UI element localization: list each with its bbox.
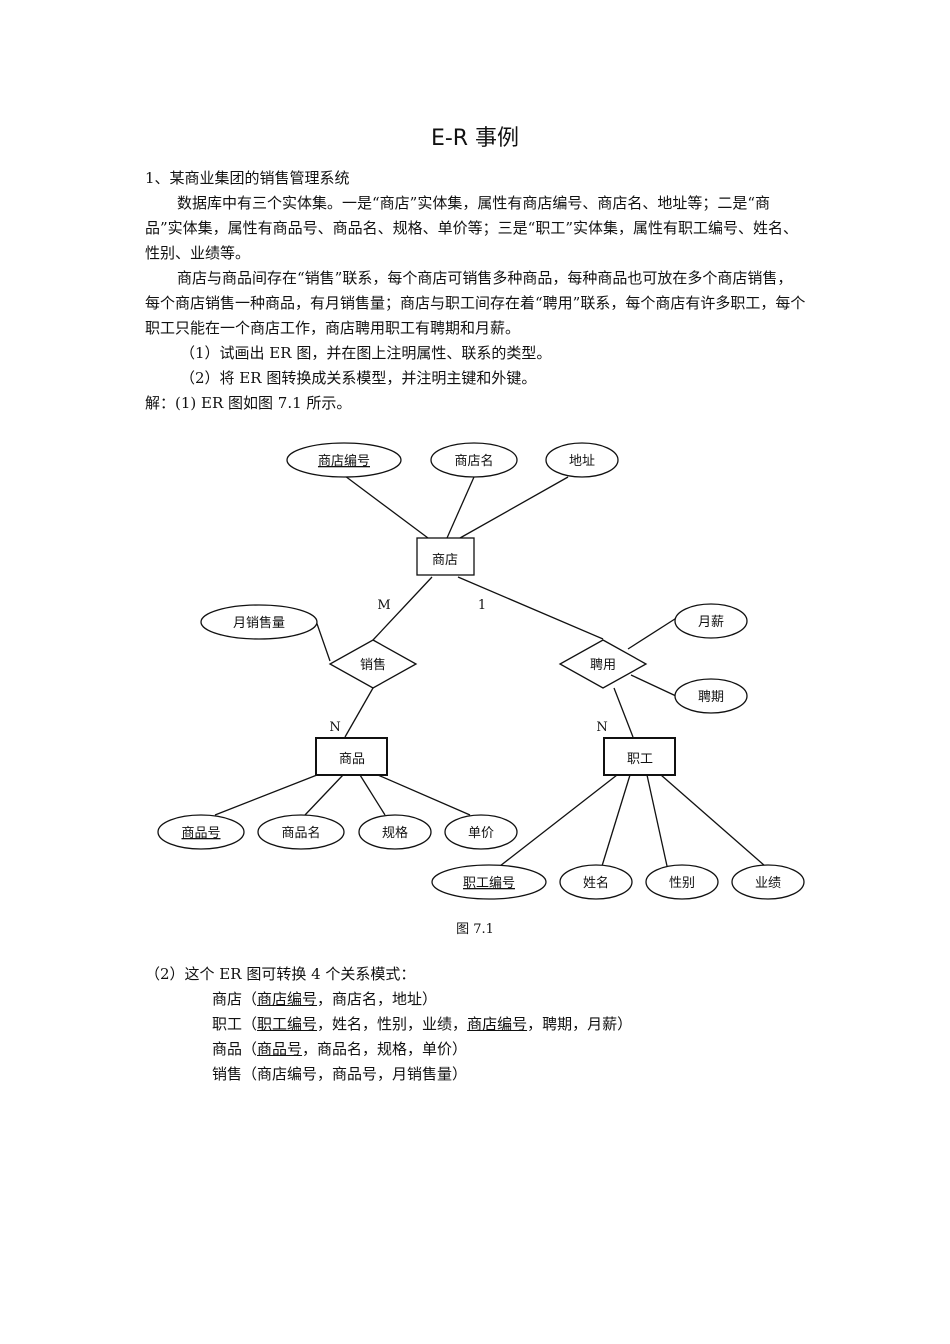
- entity-store: [416, 537, 475, 576]
- edge-goods-name: [304, 774, 344, 816]
- entity-goods: [315, 737, 388, 776]
- edge-hire-period: [630, 674, 677, 697]
- schema-store-primary-key: 商店编号: [257, 990, 318, 1008]
- part2-intro: （2）这个 ER 图可转换 4 个关系模式：: [145, 965, 416, 983]
- attr-performance: [731, 864, 805, 900]
- card-store-hire: 1: [478, 598, 486, 613]
- attr-goods-id: [157, 814, 245, 850]
- schema-staff-foreign-key: 商店编号: [467, 1015, 528, 1033]
- edge-store-name: [446, 476, 475, 539]
- entity-staff: [603, 737, 676, 776]
- attr-spec: [358, 814, 432, 850]
- attr-monthly-sales: [200, 604, 318, 640]
- attr-address-label: 地址: [569, 454, 595, 469]
- edge-performance: [660, 774, 766, 867]
- edge-gender: [646, 774, 668, 867]
- edge-staff-name: [601, 774, 631, 867]
- schema-staff-primary-key: 职工编号: [257, 1015, 318, 1033]
- attr-goods-name-label: 商品名: [281, 825, 320, 841]
- attr-store-name: [430, 442, 518, 478]
- task-2: （2）将 ER 图转换成关系模型，并注明主键和外键。: [180, 369, 537, 387]
- schema-goods-primary-key: 商品号: [257, 1040, 303, 1058]
- attr-store-id-label: 商店编号: [318, 454, 370, 469]
- attr-staff-id: [431, 864, 547, 900]
- schema-staff-name: 职工: [212, 1015, 243, 1033]
- rel-sale: [328, 639, 418, 689]
- attr-staff-name-label: 姓名: [583, 875, 609, 891]
- attr-goods-id-label: 商品号: [181, 826, 220, 841]
- schema-staff-open: （: [242, 1015, 258, 1033]
- edge-staff-id: [499, 774, 618, 867]
- edge-price: [377, 774, 471, 816]
- schema-goods-rest: ，商品名，规格，单价）: [302, 1040, 468, 1058]
- rel-sale-label: 销售: [360, 657, 386, 673]
- edge-spec: [359, 774, 386, 816]
- attr-monthly-sales-label: 月销售量: [233, 615, 285, 631]
- edge-goods-id: [214, 774, 318, 816]
- attr-period-label: 聘期: [698, 690, 724, 705]
- attr-store-name-label: 商店名: [454, 453, 493, 469]
- edge-sale-goods: [344, 687, 374, 738]
- entity-goods-label: 商品: [339, 752, 365, 767]
- question-paragraph-entities: 数据库中有三个实体集。一是“商店”实体集，属性有商店编号、商店名、地址等；二是“…: [145, 194, 799, 262]
- edge-sale-monthly-sales: [314, 617, 331, 662]
- question-heading: 1、某商业集团的销售管理系统: [145, 169, 350, 187]
- page-title: E-R 事例: [430, 126, 520, 151]
- figure-caption: 图 7.1: [456, 922, 494, 937]
- attr-salary-label: 月薪: [698, 615, 724, 630]
- attr-price-label: 单价: [468, 826, 494, 841]
- attr-goods-name: [257, 814, 345, 850]
- schema-goods-open: （: [242, 1040, 258, 1058]
- entity-store-label: 商店: [432, 553, 458, 568]
- schema-goods-name: 商品: [212, 1040, 243, 1058]
- schema-store-rest: ，商店名，地址）: [317, 990, 438, 1008]
- schema-store-name: 商店: [212, 990, 243, 1008]
- schema-store: 商店（商店编号，商店名，地址）: [212, 987, 437, 1012]
- rel-hire-label: 聘用: [590, 658, 616, 673]
- attr-salary: [674, 603, 748, 639]
- attr-period: [674, 678, 748, 714]
- task-1: （1）试画出 ER 图，并在图上注明属性、联系的类型。: [180, 344, 552, 362]
- attr-performance-label: 业绩: [755, 876, 781, 891]
- edge-store-hire: [457, 576, 604, 640]
- schema-sale: 销售（商店编号，商品号，月销售量）: [212, 1065, 468, 1083]
- attr-address: [545, 442, 619, 478]
- attr-gender: [645, 864, 719, 900]
- edge-hire-salary: [627, 616, 679, 650]
- schema-goods: 商品（商品号，商品名，规格，单价）: [212, 1037, 467, 1062]
- attr-price: [444, 814, 518, 850]
- card-hire-staff: N: [596, 720, 607, 735]
- er-diagram: 商店编号 商店名 地址 商店 M 1 月销售量 销售 聘用 月薪 聘期 N N …: [157, 442, 805, 900]
- edge-store-id: [344, 475, 429, 539]
- attr-staff-id-label: 职工编号: [463, 876, 515, 891]
- attr-gender-label: 性别: [669, 876, 695, 891]
- schema-store-open: （: [242, 990, 258, 1008]
- edge-hire-staff: [613, 687, 634, 738]
- attr-staff-name: [559, 864, 633, 900]
- card-store-sale: M: [377, 598, 390, 613]
- attr-store-id: [286, 442, 402, 478]
- attr-spec-label: 规格: [382, 825, 408, 841]
- edge-store-sale: [372, 576, 433, 641]
- rel-hire: [558, 639, 648, 689]
- schema-staff: 职工（职工编号，姓名，性别，业绩，商店编号，聘期，月薪）: [212, 1012, 632, 1037]
- question-paragraph-relationships: 商店与商品间存在“销售”联系，每个商店可销售多种商品，每种商品也可放在多个商店销…: [145, 269, 806, 337]
- edge-address: [459, 476, 569, 539]
- answer-intro: 解：(1) ER 图如图 7.1 所示。: [145, 394, 352, 412]
- schema-staff-rest: ，聘期，月薪）: [527, 1015, 633, 1033]
- card-sale-goods: N: [329, 720, 340, 735]
- entity-staff-label: 职工: [627, 752, 653, 767]
- schema-staff-mid: ，姓名，性别，业绩，: [317, 1015, 468, 1033]
